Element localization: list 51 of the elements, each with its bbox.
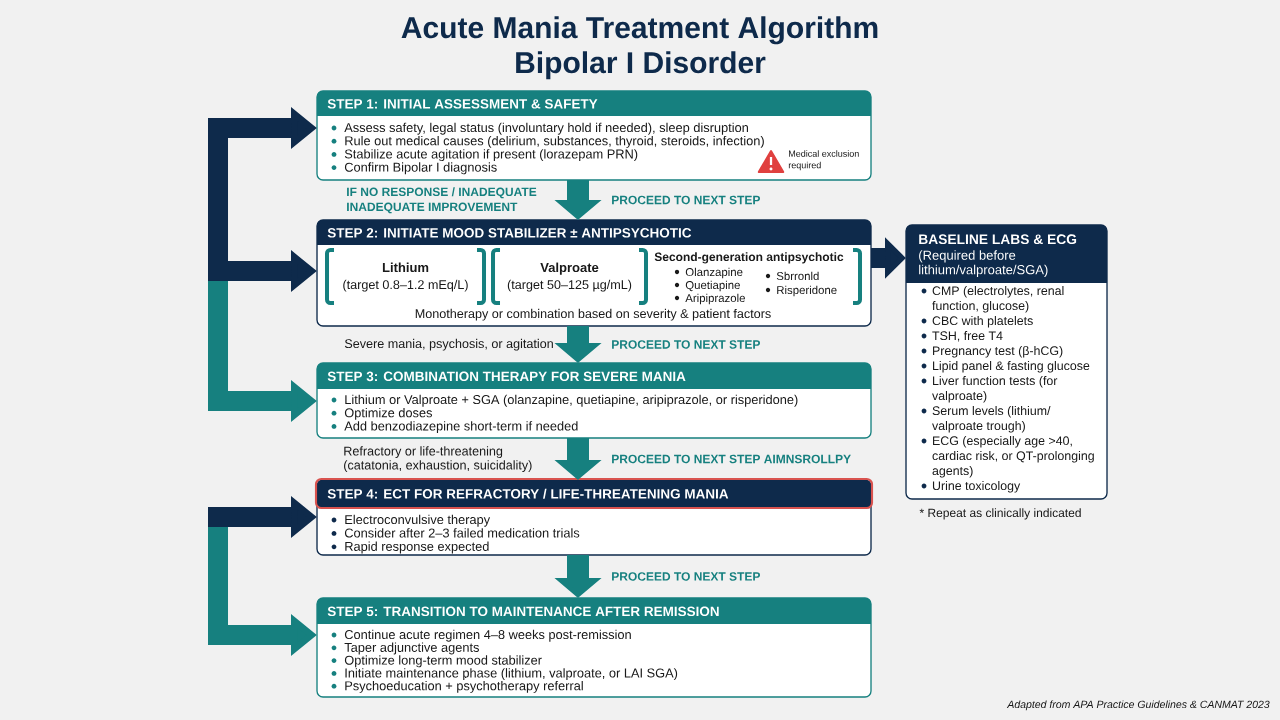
bullet-text: Aripiprazole — [685, 293, 745, 305]
step-header: STEP 1: INITIAL ASSESSMENT & SAFETY — [317, 91, 871, 116]
title: Acute Mania Treatment Algorithm Bipolar I Disorder — [401, 16, 878, 80]
drug-name: Lithium — [382, 262, 429, 273]
bullet-text: Continue acute regimen 4–8 weeks post-remission — [344, 629, 631, 642]
condition-text: IF NO RESPONSE / INADEQUATE INADEQUATE IMPROVEMENT — [347, 187, 537, 214]
step-header: STEP 2: INITIATE MOOD STABILIZER ± ANTIPSYCHOTIC — [317, 220, 871, 245]
bullet-text: Olanzapine — [685, 267, 743, 279]
bullet-text: Optimize doses — [344, 407, 432, 420]
list-heading: Second-generation antipsychotic — [654, 252, 844, 264]
bullet-text: Pregnancy test (β-hCG) — [933, 346, 1063, 358]
bullet-text: Stabilize acute agitation if present (lorazepam PRN) — [344, 149, 638, 162]
bullet-text: Assess safety, legal status (involuntary hold if needed), sleep disruption — [344, 122, 748, 135]
bullet-text: Quetiapine — [685, 280, 740, 292]
source-note: Adapted from APA Practice Guidelines & CANMAT 2023 — [1006, 700, 1270, 711]
step-header: STEP 4: ECT FOR REFRACTORY / LIFE-THREATENING MANIA — [314, 477, 874, 510]
edge-label: PROCEED TO NEXT STEP — [612, 340, 760, 349]
bullet-text: Initiate maintenance phase (lithium, valproate, or LAI SGA) — [345, 668, 678, 681]
bullet-text: Urine toxicology — [932, 481, 1021, 493]
target-range: (target 0.8–1.2 mEq/L) — [343, 279, 468, 292]
condition-text: Refractory or life-threatening (catatonia, exhaustion, suicidality) — [344, 446, 532, 472]
note-text: Medical exclusion required — [788, 150, 859, 171]
edge-label: PROCEED TO NEXT STEP — [612, 195, 760, 205]
bullet-text: Consider after 2–3 failed medication trials — [344, 528, 580, 538]
bullet-text: Electroconvulsive therapy — [345, 514, 491, 527]
bullet-text: Risperidone — [777, 285, 837, 297]
footnote-text: * Repeat as clinically indicated — [919, 508, 1081, 520]
panel-subtitle: (Required before lithium/valproate/SGA) — [919, 250, 1048, 277]
bullet-text: CMP (electrolytes, renal function, glucose) — [932, 286, 1064, 313]
bullet-text: Confirm Bipolar I diagnosis — [344, 162, 497, 175]
bullet-text: Serum levels (lithium/ valproate trough) — [932, 406, 1051, 433]
edge-label: PROCEED TO NEXT STEP AIMNSROLLPY — [612, 454, 851, 464]
bullet-text: Lithium or Valproate + SGA (olanzapine, quetiapine, aripiprazole, or risperidone) — [345, 394, 798, 407]
edge-label: PROCEED TO NEXT STEP — [612, 572, 760, 581]
bullet-text: Psychoeducation + psychotherapy referral — [345, 680, 583, 693]
drug-name: Valproate — [540, 262, 599, 275]
bullet-text: Sbrronld — [776, 271, 819, 281]
bullet-text: ECG (especially age >40, cardiac risk, or QT-prolonging agents) — [932, 436, 1094, 478]
summary-text: Monotherapy or combination based on severity & patient factors — [415, 308, 771, 321]
bullet-text: Rule out medical causes (delirium, substances, thyroid, steroids, infection) — [345, 135, 764, 148]
target-range: (target 50–125 µg/mL) — [507, 279, 632, 292]
bullet-text: Optimize long-term mood stabilizer — [344, 655, 542, 668]
panel-title: BASELINE LABS & ECG — [919, 234, 1077, 245]
condition-text: Severe mania, psychosis, or agitation — [344, 338, 553, 351]
bullet-text: Add benzodiazepine short-term if needed — [344, 421, 578, 434]
bullet-text: Taper adjunctive agents — [344, 642, 479, 655]
bullet-text: TSH, free T4 — [932, 331, 1003, 342]
bullet-text: Lipid panel & fasting glucose — [933, 361, 1090, 373]
bullet-text: CBC with platelets — [932, 316, 1033, 328]
bullet-text: Rapid response expected — [345, 541, 489, 554]
bullet-text: Liver function tests (for valproate) — [932, 376, 1058, 403]
